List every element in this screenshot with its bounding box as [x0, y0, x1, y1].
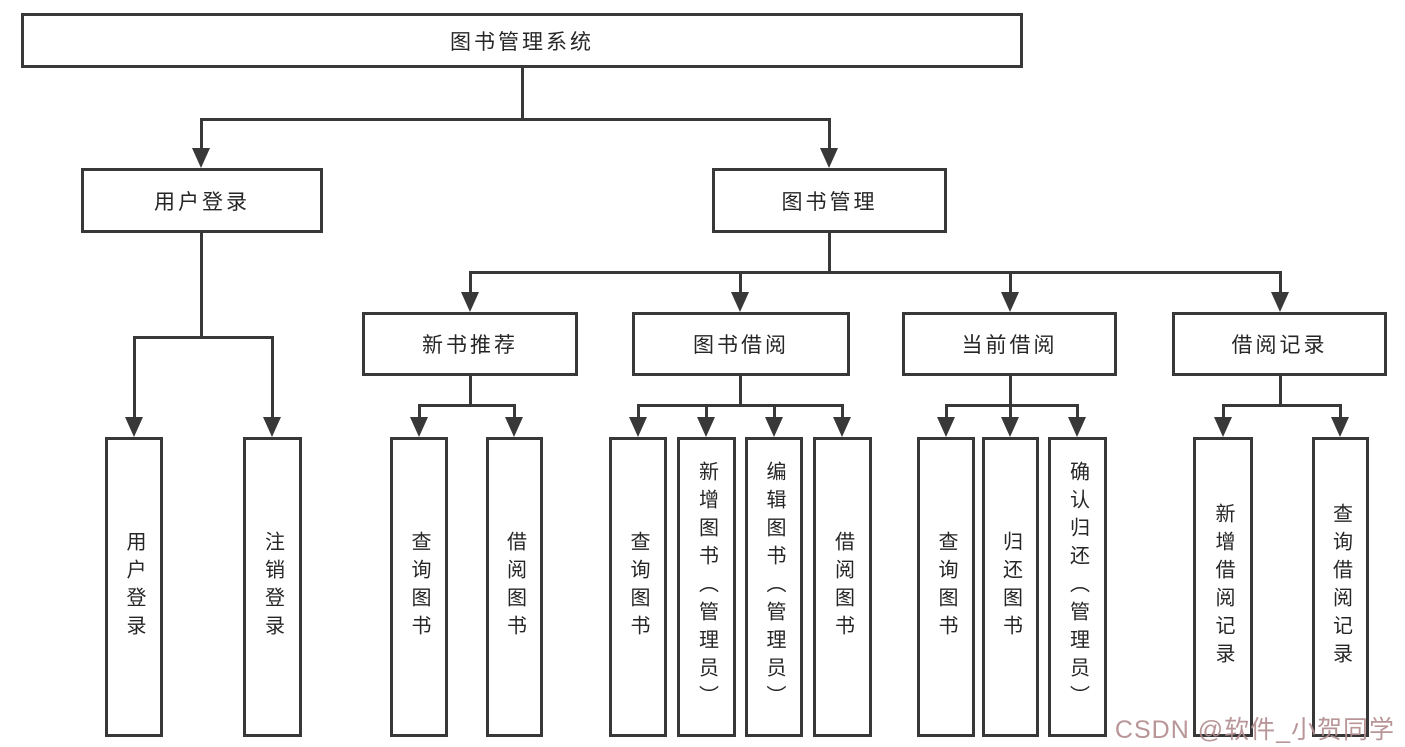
connector-line: [636, 405, 640, 417]
connector-line: [417, 403, 516, 407]
connector-line: [1008, 405, 1012, 417]
leaf-query-books-3: 查询图书: [917, 437, 975, 737]
node-label: 图书管理: [781, 190, 878, 214]
node-label: 借阅图书: [503, 531, 526, 643]
connector-line: [1221, 405, 1225, 417]
node-borrow-record: 借阅记录: [1172, 312, 1387, 376]
connector-line: [199, 119, 203, 151]
arrow-down-icon: [731, 292, 749, 312]
node-user-login: 用户登录: [81, 168, 323, 233]
connector-line: [1278, 271, 1282, 294]
leaf-add-book-admin: 新增图书（管理员）: [677, 437, 736, 737]
node-book-borrow: 图书借阅: [632, 312, 850, 376]
leaf-confirm-return-admin: 确认归还（管理员）: [1048, 437, 1107, 737]
node-label: 查询借阅记录: [1329, 503, 1352, 671]
connector-line: [772, 405, 776, 417]
connector-line: [199, 233, 203, 338]
arrow-down-icon: [1214, 417, 1232, 437]
arrow-down-icon: [192, 148, 210, 168]
connector-line: [512, 405, 516, 417]
node-label: 借阅图书: [831, 531, 854, 643]
leaf-add-borrow-record: 新增借阅记录: [1193, 437, 1253, 737]
node-label: 注销登录: [261, 531, 284, 643]
connector-line: [417, 405, 421, 417]
node-label: 归还图书: [999, 531, 1022, 643]
node-root: 图书管理系统: [21, 13, 1023, 68]
connector-line: [738, 376, 742, 407]
connector-line: [1008, 271, 1012, 294]
leaf-return-books: 归还图书: [982, 437, 1039, 737]
arrow-down-icon: [937, 417, 955, 437]
arrow-down-icon: [410, 417, 428, 437]
arrow-down-icon: [833, 417, 851, 437]
arrow-down-icon: [461, 292, 479, 312]
arrow-down-icon: [765, 417, 783, 437]
connector-line: [468, 271, 472, 294]
node-label: 查询图书: [408, 531, 430, 643]
node-label: 新书推荐: [422, 334, 518, 357]
node-label: 图书借阅: [693, 334, 789, 357]
node-label: 用户登录: [154, 190, 250, 214]
arrow-down-icon: [820, 148, 838, 168]
connector-line: [270, 337, 274, 417]
arrow-down-icon: [1271, 292, 1289, 312]
connector-line: [132, 335, 274, 339]
arrow-down-icon: [1068, 417, 1086, 437]
node-current-borrow: 当前借阅: [902, 312, 1117, 376]
connector-line: [1278, 376, 1282, 407]
connector-line: [738, 271, 742, 294]
arrow-down-icon: [1331, 417, 1349, 437]
connector-line: [944, 403, 1079, 407]
connector-line: [840, 405, 844, 417]
connector-line: [827, 119, 831, 151]
arrow-down-icon: [697, 417, 715, 437]
watermark: CSDN @软件_小贺同学: [1114, 716, 1395, 744]
leaf-query-borrow-record: 查询借阅记录: [1312, 437, 1369, 737]
node-label: 编辑图书（管理员）: [763, 461, 785, 713]
arrow-down-icon: [505, 417, 523, 437]
arrow-down-icon: [1001, 292, 1019, 312]
node-label: 图书管理系统: [450, 30, 594, 54]
leaf-edit-book-admin: 编辑图书（管理员）: [745, 437, 803, 737]
node-book-management: 图书管理: [712, 168, 947, 233]
leaf-borrow-books-2: 借阅图书: [813, 437, 872, 737]
node-label: 查询图书: [935, 531, 957, 643]
leaf-user-login: 用户登录: [105, 437, 163, 737]
node-label: 借阅记录: [1231, 334, 1328, 357]
connector-line: [1075, 405, 1079, 417]
leaf-borrow-books-1: 借阅图书: [486, 437, 543, 737]
leaf-query-books-1: 查询图书: [390, 437, 448, 737]
connector-line: [199, 117, 831, 121]
connector-line: [704, 405, 708, 417]
arrow-down-icon: [1001, 417, 1019, 437]
connector-line: [468, 270, 1282, 274]
arrow-down-icon: [125, 417, 143, 437]
connector-line: [636, 403, 844, 407]
arrow-down-icon: [263, 417, 281, 437]
connector-line: [827, 233, 831, 273]
leaf-query-books-2: 查询图书: [609, 437, 667, 737]
node-label: 新增图书（管理员）: [695, 461, 718, 713]
node-new-book-recommend: 新书推荐: [362, 312, 578, 376]
connector-line: [944, 405, 948, 417]
connector-line: [520, 68, 524, 119]
leaf-logout: 注销登录: [243, 437, 302, 737]
connector-line: [132, 337, 136, 417]
node-label: 查询图书: [627, 531, 649, 643]
node-label: 确认归还（管理员）: [1066, 461, 1089, 713]
connector-line: [1221, 403, 1342, 407]
node-label: 新增借阅记录: [1212, 503, 1234, 671]
node-label: 用户登录: [123, 531, 145, 643]
connector-line: [468, 376, 472, 407]
connector-line: [1338, 405, 1342, 417]
arrow-down-icon: [629, 417, 647, 437]
node-label: 当前借阅: [961, 334, 1058, 357]
connector-line: [1008, 376, 1012, 407]
